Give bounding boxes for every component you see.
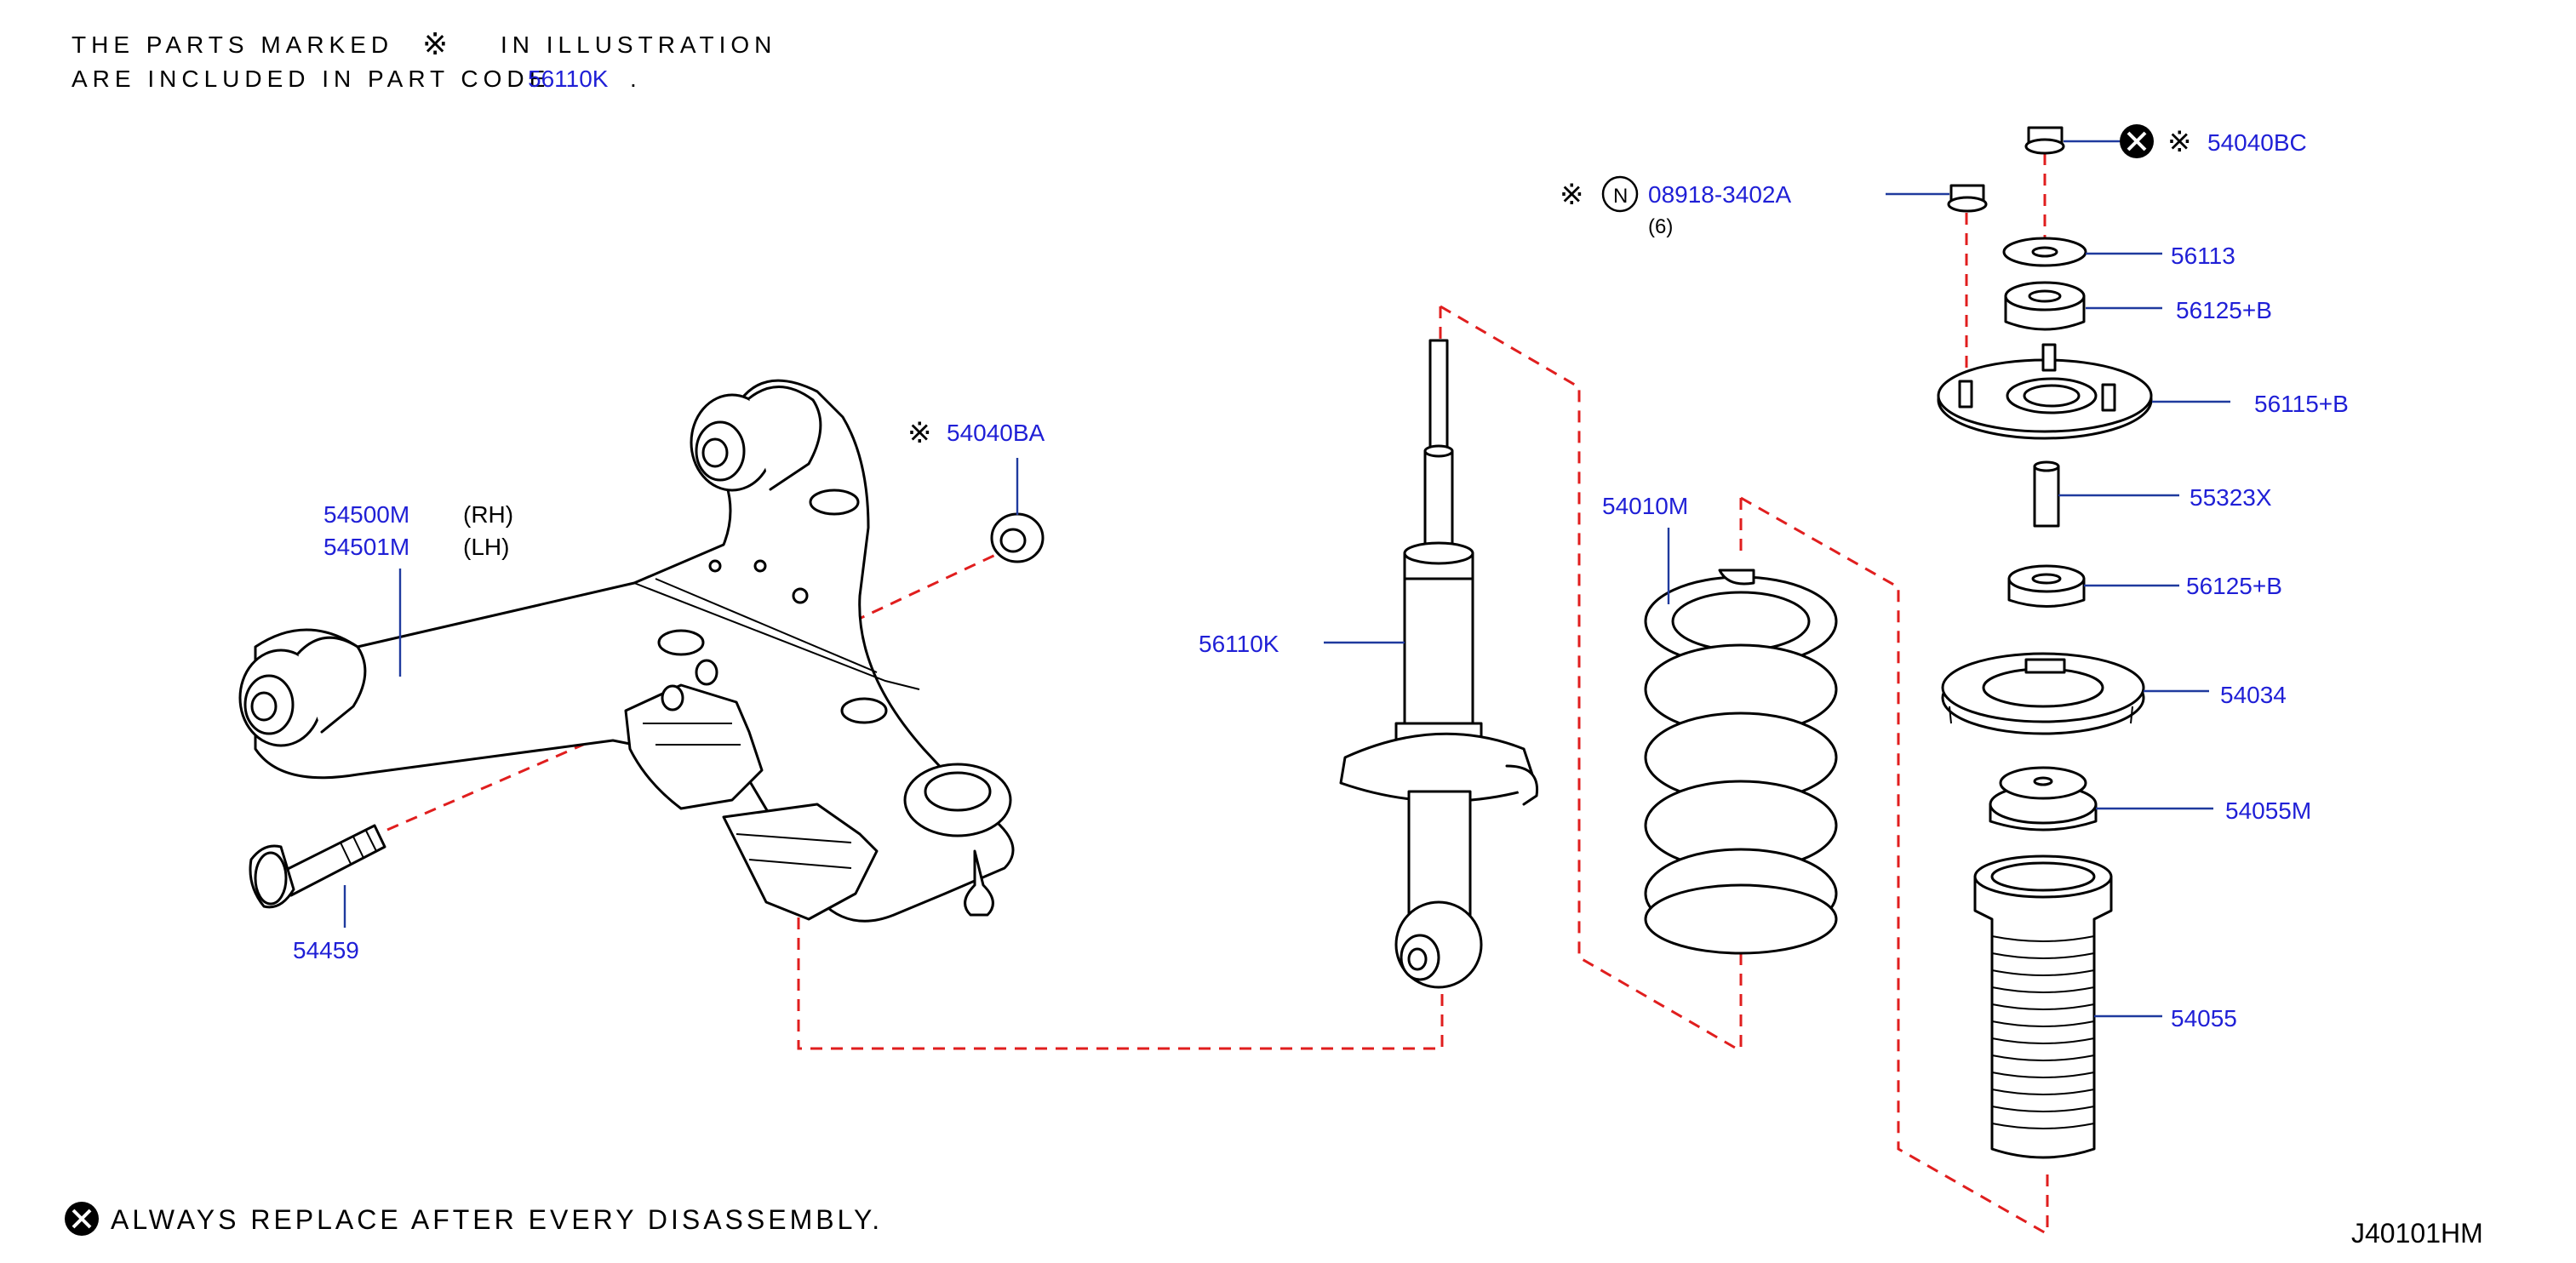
part-side-lh: (LH)	[463, 534, 509, 560]
always-replace-cross	[2127, 131, 2147, 151]
header-part-code-link[interactable]: 56110K	[528, 66, 609, 92]
callout-08918: ※ N 08918-3402A (6)	[1560, 175, 1791, 238]
part-quantity: (6)	[1648, 215, 1673, 238]
part-link-54040bc[interactable]: 54040BC	[2207, 129, 2307, 156]
part-side-rh: (RH)	[463, 501, 513, 528]
header-line1-suffix: IN ILLUSTRATION	[501, 31, 776, 58]
bushing-upper-drawing	[2004, 281, 2086, 331]
part-link-54040ba[interactable]: 54040BA	[947, 420, 1045, 446]
figure-code: J40101HM	[2351, 1218, 2483, 1249]
nut-08918-drawing	[1947, 184, 1988, 213]
part-link-54055m[interactable]: 54055M	[2225, 797, 2311, 824]
n-mark-icon	[1601, 175, 1639, 213]
kome-mark: ※	[1560, 179, 1584, 211]
coil-spring-drawing	[1644, 569, 1838, 955]
header-line2-prefix: ARE INCLUDED IN PART CODE	[72, 66, 550, 92]
part-link-56110k[interactable]: 56110K	[1199, 631, 1279, 657]
n-mark-letter: N	[1613, 185, 1628, 208]
nut-54040ba-drawing	[990, 512, 1045, 563]
header-line1-prefix: THE PARTS MARKED	[72, 31, 393, 58]
callout-54040bc: ※ 54040BC	[2120, 124, 2307, 158]
bound-bumper-54055m-drawing	[1989, 766, 2098, 832]
bushing-lower-drawing	[2007, 564, 2086, 608]
footer-note: ALWAYS REPLACE AFTER EVERY DISASSEMBLY.	[111, 1204, 883, 1235]
part-link-56125b-upper[interactable]: 56125+B	[2176, 297, 2272, 323]
mount-56115b-drawing	[1937, 343, 2153, 440]
part-link-54034[interactable]: 54034	[2220, 682, 2287, 708]
part-link-56115b[interactable]: 56115+B	[2254, 391, 2349, 417]
bolt-54459-drawing	[249, 824, 386, 909]
always-replace-legend-cross	[72, 1209, 92, 1229]
part-link-54500m[interactable]: 54500M	[323, 501, 409, 528]
kome-mark: ※	[2167, 126, 2192, 158]
part-link-08918-3402a[interactable]: 08918-3402A	[1648, 181, 1791, 208]
washer-56113-drawing	[2002, 237, 2087, 267]
part-link-54459[interactable]: 54459	[293, 937, 359, 963]
nut-54040bc-drawing	[2024, 126, 2065, 155]
header-line2-suffix: .	[630, 66, 642, 92]
part-link-54055[interactable]: 54055	[2171, 1005, 2237, 1032]
part-link-56125b-lower[interactable]: 56125+B	[2186, 573, 2282, 599]
callout-54040ba: ※ 54040BA	[907, 417, 1045, 449]
kome-symbol: ※	[422, 26, 448, 61]
part-link-54501m[interactable]: 54501M	[323, 534, 409, 560]
shock-absorber-drawing	[1339, 339, 1539, 989]
part-link-54010m[interactable]: 54010M	[1602, 493, 1688, 519]
part-link-56113[interactable]: 56113	[2171, 243, 2235, 269]
lower-control-arm-drawing	[238, 379, 1015, 923]
assembly-guide-lines	[386, 153, 2049, 1236]
spacer-55323x-drawing	[2033, 460, 2060, 528]
dust-boot-54055-drawing	[1973, 854, 2113, 1159]
seat-54034-drawing	[1941, 652, 2145, 735]
part-link-55323x[interactable]: 55323X	[2190, 484, 2272, 511]
leader-lines	[343, 140, 2230, 1018]
kome-mark: ※	[907, 417, 932, 449]
